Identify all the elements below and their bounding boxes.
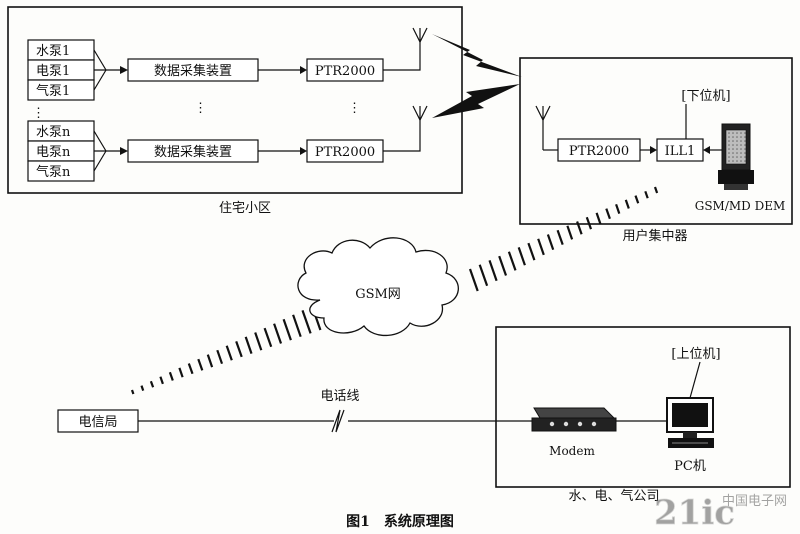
radio-wave-mark [585,216,593,230]
radio-wave-mark [537,238,545,256]
gsm-radio-link-upper [468,186,659,292]
arrow-head [120,147,128,155]
connector [93,69,107,91]
site-watermark-logo: 21ic 中国电子网 [654,493,787,534]
figure-caption: 图1 系统原理图 [346,513,454,530]
gsm-radio-link-lower [130,305,322,395]
device-label: 水泵1 [36,44,70,59]
arrow-head [300,66,307,74]
arrow-head [300,147,307,155]
device-label: 电泵1 [36,64,70,79]
pc-icon [666,397,714,448]
ellipsis: ⋮ [348,101,361,116]
concentrator-frame [519,57,793,225]
pc-label: PC机 [674,459,706,474]
ptr2000-label: PTR2000 [569,144,629,159]
radio-wave-mark [197,358,204,371]
watermark-text: 21ic [654,493,735,533]
radio-wave-mark [168,371,174,381]
concentrator-label: 用户集中器 [622,228,687,244]
radio-wave-mark [140,385,145,391]
data-collector-label: 数据采集装置 [154,63,232,79]
arrow-head [650,146,657,154]
radio-wave-mark [615,203,621,214]
radio-wave-mark [605,208,611,220]
radio-wave-mark [478,264,489,287]
radio-wave-mark [206,354,214,368]
radio-wave-mark [517,247,526,266]
radio-wave-mark [556,229,564,245]
radio-wave-mark [159,376,164,385]
residential-area-frame [7,6,463,194]
device-label: 电泵n [36,145,71,160]
radio-wave-mark [576,221,583,235]
radio-wave-mark [595,212,602,225]
radio-wave-mark [178,367,184,378]
device-label: 水泵n [36,125,71,140]
wireless-link-icon [432,34,522,77]
device-label: 气泵1 [36,83,70,99]
antenna-feed [383,120,421,152]
radio-wave-mark [187,363,194,375]
radio-wave-mark [546,234,555,251]
modem-icon [531,407,617,432]
wireless-link-icon [432,84,520,118]
radio-wave-mark [507,251,517,271]
radio-wave-mark [527,242,536,261]
line-break-icon [331,409,345,433]
radio-wave-mark [488,260,498,282]
radio-wave-mark [301,310,312,334]
telecom-label: 电信局 [78,415,117,430]
antenna-feed [383,42,421,71]
phone-line-label: 电话线 [320,389,359,404]
ellipsis: ⋮ [194,101,207,116]
radio-wave-mark [653,186,659,194]
radio-wave-mark [130,389,135,395]
radio-wave-mark [244,336,253,354]
connector [93,150,107,172]
upper-machine-label: [上位机] [671,347,720,362]
radio-wave-mark [235,341,243,358]
radio-wave-mark [254,332,263,351]
radio-wave-mark [273,323,283,344]
radio-wave-mark [624,199,630,209]
radio-wave-mark [292,314,302,338]
radio-wave-mark [225,345,233,361]
device-label: 气泵n [36,164,71,180]
ill1-label: ILL1 [665,144,696,159]
gsm-modem-icon [718,123,754,190]
radio-wave-mark [634,195,640,204]
connector [93,130,107,152]
radio-wave-mark [282,318,292,341]
ellipsis: ⋮ [32,106,45,121]
radio-wave-mark [498,255,508,276]
gsm-cloud-icon [297,237,459,337]
ptr2000-label: PTR2000 [315,64,375,79]
leader-line [689,361,701,399]
arrow-head [120,66,128,74]
radio-wave-mark [644,190,649,199]
residential-area-label: 住宅小区 [219,201,271,216]
ptr2000-label: PTR2000 [315,145,375,160]
utility-company-label: 水、电、气公司 [568,488,659,504]
radio-wave-mark [566,225,574,240]
connector [93,49,107,71]
data-collector-label: 数据采集装置 [154,144,232,160]
watermark-site-text: 中国电子网 [722,494,787,509]
utility-company-frame [495,326,791,488]
arrow-head [703,146,710,154]
modem-label: Modem [549,444,595,458]
radio-wave-mark [468,268,479,292]
radio-wave-mark [149,380,155,388]
radio-wave-mark [263,327,273,348]
radio-wave-mark [216,349,224,365]
gsm-network-label: GSM网 [355,287,401,302]
gsm-modem-label: GSM/MD DEM [695,199,786,213]
lower-machine-label: [下位机] [681,89,730,104]
